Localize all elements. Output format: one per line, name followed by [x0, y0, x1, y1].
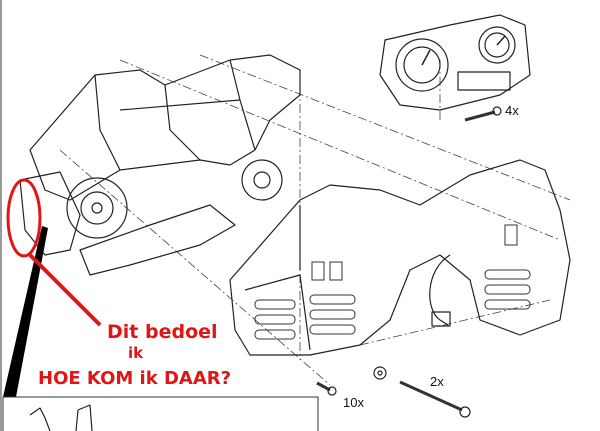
washer [373, 366, 387, 380]
label-2x: 2x [430, 374, 444, 389]
fairing-frame [29, 54, 301, 201]
label-4x: 4x [505, 103, 519, 118]
dashboard-bolt [464, 106, 502, 122]
screw [316, 381, 337, 396]
annotation-line-3: HOE KOM ik DAAR? [38, 368, 231, 389]
instrument-cluster [379, 14, 531, 111]
annotation-line-2: ik [128, 344, 144, 362]
label-10x: 10x [343, 395, 364, 410]
inset-bracket [75, 404, 93, 431]
detail-inset-box [2, 396, 319, 431]
annotation-line-1: Dit bedoel [107, 321, 218, 343]
long-bolt [399, 380, 471, 418]
annotation-pointer [28, 253, 102, 327]
inset-part [29, 407, 51, 431]
horn-assembly [19, 159, 283, 276]
callout-wedge [3, 226, 48, 397]
annotation-circle [6, 178, 42, 258]
fairing-panel [229, 159, 571, 356]
